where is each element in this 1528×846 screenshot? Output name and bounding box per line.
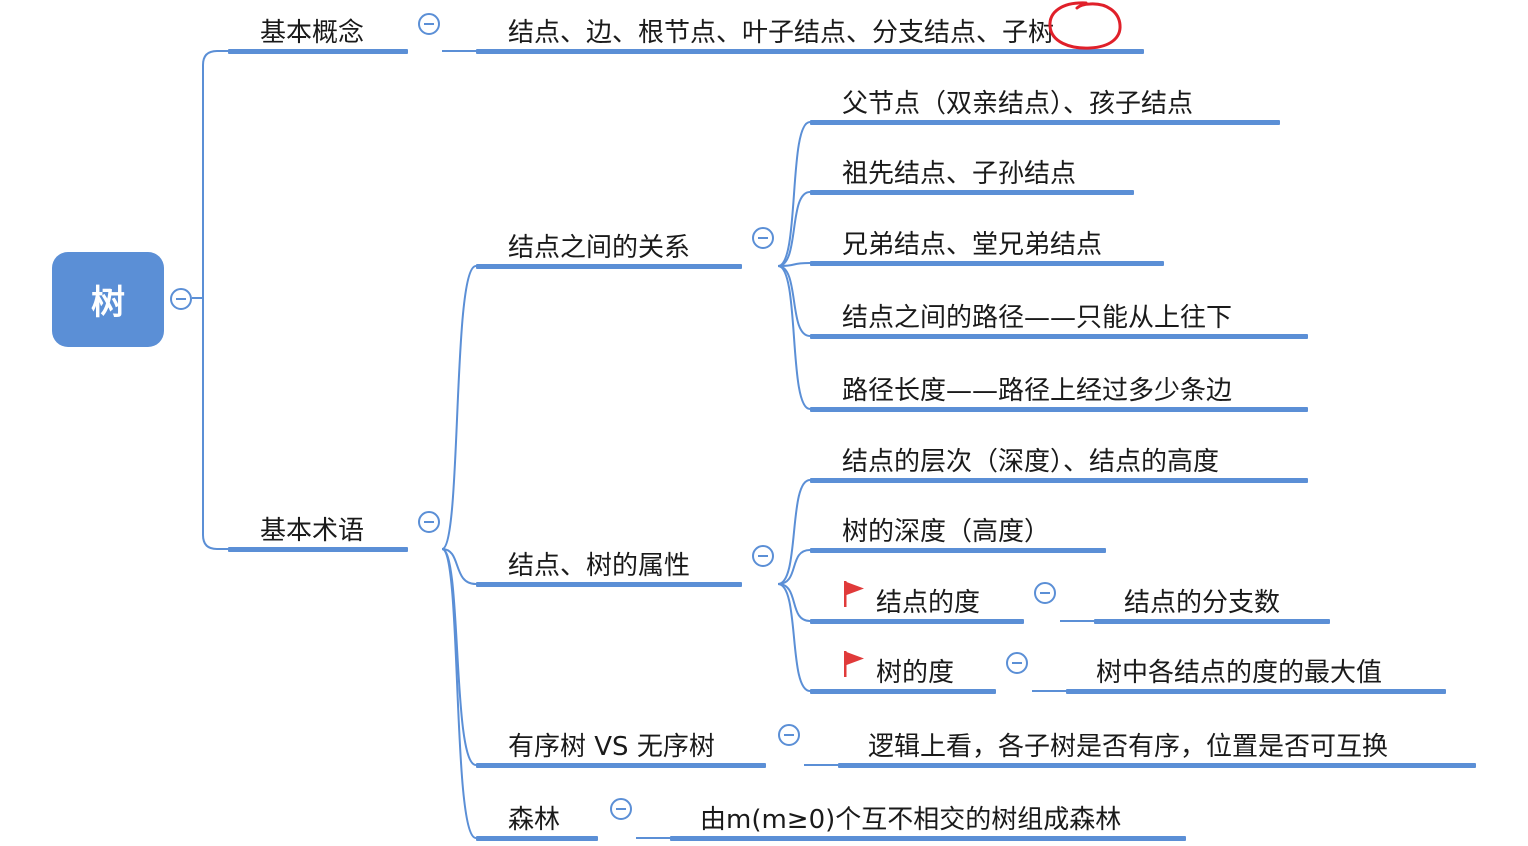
connector-relations-item-2 [777, 262, 811, 267]
node-attributes-item-1[interactable]: 树的深度（高度） [810, 507, 1106, 553]
connector-root-concepts [192, 50, 228, 299]
node-attributes[interactable]: 结点、树的属性 [476, 541, 742, 587]
root-label: 树 [91, 283, 125, 323]
relations-item-label: 结点之间的路径——只能从上往下 [842, 303, 1233, 333]
connector-relations-item-4 [777, 265, 811, 410]
node-relations[interactable]: 结点之间的关系 [476, 223, 742, 269]
basic-terms-label: 基本术语 [260, 516, 365, 546]
node-node-degree[interactable]: 结点的度 [810, 578, 1024, 624]
connector-root-terms [192, 297, 228, 550]
root-node[interactable]: 树 [52, 252, 164, 347]
basic-concepts-detail-label: 结点、边、根节点、叶子结点、分支结点、子树 [508, 18, 1055, 48]
basic-concepts-collapse-icon[interactable] [418, 13, 440, 35]
node-degree-label: 结点的度 [876, 588, 981, 618]
connector-attributes-node-degree [777, 583, 811, 622]
node-degree-detail-label: 结点的分支数 [1124, 588, 1281, 618]
underline [476, 763, 766, 768]
root-collapse-icon[interactable] [170, 288, 192, 310]
node-attributes-item-0[interactable]: 结点的层次（深度）、结点的高度 [810, 437, 1308, 483]
connector-terms-ordered [441, 548, 477, 766]
underline [810, 689, 996, 694]
underline [810, 548, 1106, 553]
connector-attributes-item-1 [777, 549, 811, 585]
node-relations-item-4[interactable]: 路径长度——路径上经过多少条边 [810, 366, 1308, 412]
forest-collapse-icon[interactable] [610, 798, 632, 820]
ordered-label: 有序树 VS 无序树 [508, 732, 715, 762]
underline [838, 763, 1476, 768]
relations-item-label: 祖先结点、子孙结点 [842, 159, 1077, 189]
node-basic-concepts-detail[interactable]: 结点、边、根节点、叶子结点、分支结点、子树 [476, 8, 1144, 54]
forest-label: 森林 [508, 805, 561, 835]
underline [228, 49, 408, 54]
node-tree-degree-detail[interactable]: 树中各结点的度的最大值 [1066, 648, 1446, 694]
attributes-collapse-icon[interactable] [752, 545, 774, 567]
connector-attributes-tree-degree [777, 583, 811, 692]
underline [476, 264, 742, 269]
red-flag-icon [844, 581, 864, 607]
underline [810, 190, 1134, 195]
underline [810, 619, 1024, 624]
relations-label: 结点之间的关系 [508, 233, 691, 263]
tree-degree-label: 树的度 [876, 658, 955, 688]
node-tree-degree[interactable]: 树的度 [810, 648, 996, 694]
basic-terms-collapse-icon[interactable] [418, 511, 440, 533]
underline [476, 49, 1144, 54]
connector-terms-attributes [441, 548, 477, 585]
node-basic-terms[interactable]: 基本术语 [228, 506, 408, 552]
connector-attributes-item-0 [777, 479, 811, 585]
attributes-label: 结点、树的属性 [508, 551, 691, 581]
connector-relations-item-0 [777, 121, 811, 267]
attributes-item-label: 树的深度（高度） [842, 517, 1051, 547]
underline [1066, 689, 1446, 694]
relations-item-label: 路径长度——路径上经过多少条边 [842, 376, 1233, 406]
underline [810, 120, 1280, 125]
node-ordered-detail[interactable]: 逻辑上看，各子树是否有序，位置是否可互换 [838, 722, 1476, 768]
node-basic-concepts[interactable]: 基本概念 [228, 8, 408, 54]
underline [810, 261, 1164, 266]
node-forest[interactable]: 森林 [476, 795, 598, 841]
forest-detail-label: 由m(m≥0)个互不相交的树组成森林 [700, 805, 1122, 835]
connector-relations-item-1 [777, 191, 811, 267]
node-relations-item-0[interactable]: 父节点（双亲结点）、孩子结点 [810, 79, 1280, 125]
attributes-item-label: 结点的层次（深度）、结点的高度 [842, 447, 1220, 477]
underline [228, 547, 408, 552]
underline [476, 582, 742, 587]
underline [1094, 619, 1330, 624]
node-forest-detail[interactable]: 由m(m≥0)个互不相交的树组成森林 [670, 795, 1186, 841]
node-relations-item-2[interactable]: 兄弟结点、堂兄弟结点 [810, 220, 1164, 266]
relations-item-label: 父节点（双亲结点）、孩子结点 [842, 89, 1194, 119]
underline [810, 334, 1308, 339]
underline [810, 478, 1308, 483]
connector-relations-item-3 [777, 265, 811, 337]
relations-collapse-icon[interactable] [752, 227, 774, 249]
node-node-degree-detail[interactable]: 结点的分支数 [1094, 578, 1330, 624]
node-relations-item-3[interactable]: 结点之间的路径——只能从上往下 [810, 293, 1308, 339]
relations-item-label: 兄弟结点、堂兄弟结点 [842, 230, 1103, 260]
red-flag-icon [844, 651, 864, 677]
ordered-collapse-icon[interactable] [778, 724, 800, 746]
connector-terms-forest [441, 548, 477, 839]
underline [476, 836, 598, 841]
underline [810, 407, 1308, 412]
tree-degree-collapse-icon[interactable] [1006, 652, 1028, 674]
tree-degree-detail-label: 树中各结点的度的最大值 [1096, 658, 1383, 688]
node-ordered[interactable]: 有序树 VS 无序树 [476, 722, 766, 768]
node-degree-collapse-icon[interactable] [1034, 582, 1056, 604]
node-relations-item-1[interactable]: 祖先结点、子孙结点 [810, 149, 1134, 195]
connector-terms-relations [441, 265, 477, 550]
ordered-detail-label: 逻辑上看，各子树是否有序，位置是否可互换 [868, 732, 1389, 762]
basic-concepts-label: 基本概念 [260, 18, 365, 48]
underline [670, 836, 1186, 841]
